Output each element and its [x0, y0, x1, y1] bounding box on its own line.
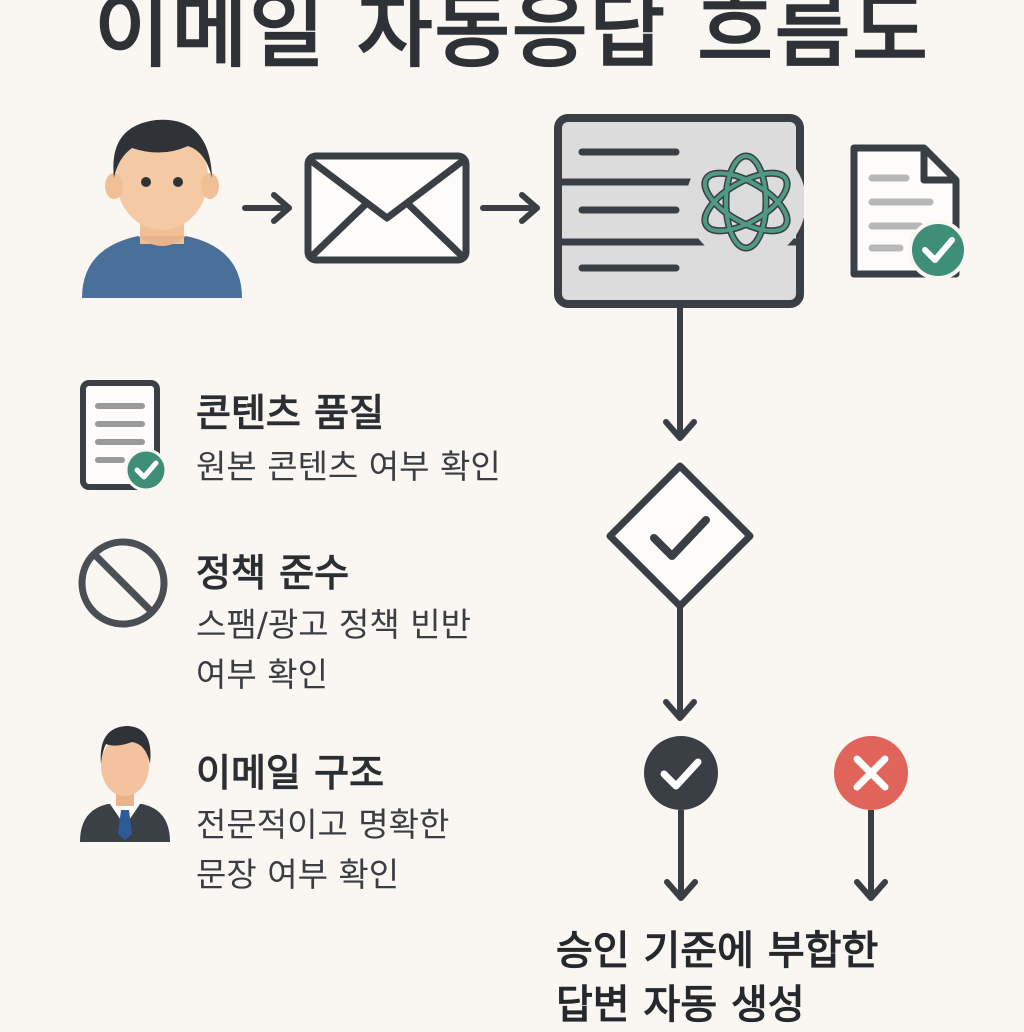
criterion-description: 원본 콘텐츠 여부 확인: [196, 442, 501, 492]
criterion-description-line: 스팸/광고 정책 빈반: [196, 605, 471, 644]
arrow-down-icon: [663, 304, 697, 441]
criterion-description: 스팸/광고 정책 빈반 여부 확인: [196, 600, 471, 700]
approved-document-icon: [850, 144, 968, 280]
criterion-title: 정책 준수: [196, 551, 350, 595]
checked-document-icon: [80, 380, 168, 492]
rejected-x-icon: [834, 736, 908, 810]
criterion-description-line: 원본 콘텐츠 여부 확인: [196, 447, 501, 486]
arrow-down-icon: [663, 608, 697, 721]
result-line: 승인 기준에 부합한: [556, 928, 879, 974]
criterion-description-line: 문장 여부 확인: [196, 855, 400, 894]
criterion-title: 콘텐츠 품질: [196, 391, 385, 435]
criterion-description: 전문적이고 명확한 문장 여부 확인: [196, 800, 449, 900]
result-text: 승인 기준에 부합한 답변 자동 생성: [556, 924, 878, 1032]
businessman-icon: [80, 726, 170, 842]
result-line: 답변 자동 생성: [556, 982, 805, 1028]
criterion-description-line: 전문적이고 명확한: [196, 805, 450, 844]
arrow-right-icon: [242, 192, 292, 224]
page-title: 이메일 자동응답 흐름도: [94, 0, 930, 79]
arrow-right-icon: [480, 192, 540, 224]
criterion-title: 이메일 구조: [196, 751, 385, 795]
criterion-description-line: 여부 확인: [196, 655, 328, 694]
arrow-down-icon: [854, 810, 888, 901]
decision-diamond-icon: [606, 462, 754, 610]
envelope-icon: [304, 152, 470, 264]
arrow-down-icon: [664, 810, 698, 901]
prohibited-icon: [78, 538, 168, 628]
approved-check-icon: [644, 736, 718, 810]
person-icon: [82, 119, 242, 298]
server-with-ai-logo-icon: [554, 114, 804, 308]
